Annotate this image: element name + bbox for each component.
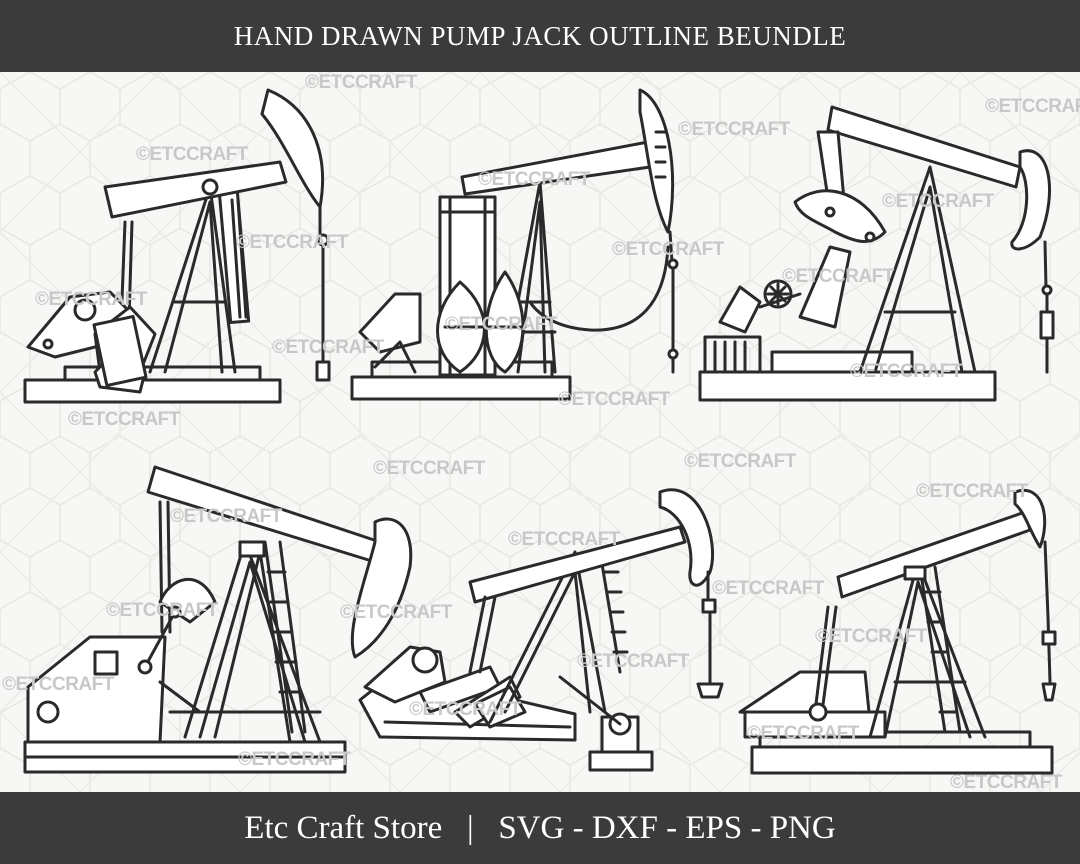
watermark: ©ETCCRAFT (305, 72, 418, 93)
header-title: HAND DRAWN PUMP JACK OUTLINE BEUNDLE (233, 20, 847, 51)
illustration-svg: ©ETCCRAFT ©ETCCRAFT ©ETCCRAFT ©ETCCRAFT … (0, 72, 1080, 792)
watermark: ©ETCCRAFT (340, 602, 453, 623)
watermark: ©ETCCRAFT (236, 232, 349, 253)
watermark: ©ETCCRAFT (985, 96, 1080, 117)
header-bar: HAND DRAWN PUMP JACK OUTLINE BEUNDLE (0, 0, 1080, 72)
watermark: ©ETCCRAFT (35, 289, 148, 310)
watermark: ©ETCCRAFT (684, 451, 797, 472)
watermark: ©ETCCRAFT (2, 674, 115, 695)
watermark: ©ETCCRAFT (882, 191, 995, 212)
watermark: ©ETCCRAFT (508, 529, 621, 550)
pump-jack-3 (698, 105, 1055, 402)
watermark: ©ETCCRAFT (612, 239, 725, 260)
watermark: ©ETCCRAFT (916, 481, 1029, 502)
pump-jack-2 (350, 88, 679, 401)
watermark: ©ETCCRAFT (106, 600, 219, 621)
watermark: ©ETCCRAFT (272, 337, 385, 358)
pump-jack-1 (23, 88, 331, 404)
pump-jack-4 (23, 465, 413, 774)
watermark: ©ETCCRAFT (238, 749, 351, 770)
watermark: ©ETCCRAFT (782, 266, 895, 287)
footer-formats: SVG - DXF - EPS - PNG (498, 809, 836, 846)
watermark: ©ETCCRAFT (558, 389, 671, 410)
footer-bar: Etc Craft Store | SVG - DXF - EPS - PNG (0, 792, 1080, 864)
footer-store: Etc Craft Store (244, 809, 443, 846)
watermark: ©ETCCRAFT (409, 699, 522, 720)
watermark: ©ETCCRAFT (170, 506, 283, 527)
illustration-canvas: ©ETCCRAFT ©ETCCRAFT ©ETCCRAFT ©ETCCRAFT … (0, 72, 1080, 792)
watermark: ©ETCCRAFT (850, 361, 963, 382)
watermark: ©ETCCRAFT (68, 409, 181, 430)
watermark: ©ETCCRAFT (815, 626, 928, 647)
watermark: ©ETCCRAFT (577, 651, 690, 672)
watermark: ©ETCCRAFT (950, 772, 1063, 792)
watermark: ©ETCCRAFT (712, 578, 825, 599)
pump-jack-5 (358, 488, 724, 772)
pump-jack-6 (738, 488, 1057, 775)
watermark: ©ETCCRAFT (373, 458, 486, 479)
footer-separator: | (466, 809, 474, 846)
watermark: ©ETCCRAFT (478, 169, 591, 190)
watermark: ©ETCCRAFT (445, 314, 558, 335)
watermark-layer: ©ETCCRAFT ©ETCCRAFT ©ETCCRAFT ©ETCCRAFT … (2, 72, 1080, 792)
watermark: ©ETCCRAFT (678, 119, 791, 140)
watermark: ©ETCCRAFT (747, 723, 860, 744)
watermark: ©ETCCRAFT (136, 144, 249, 165)
